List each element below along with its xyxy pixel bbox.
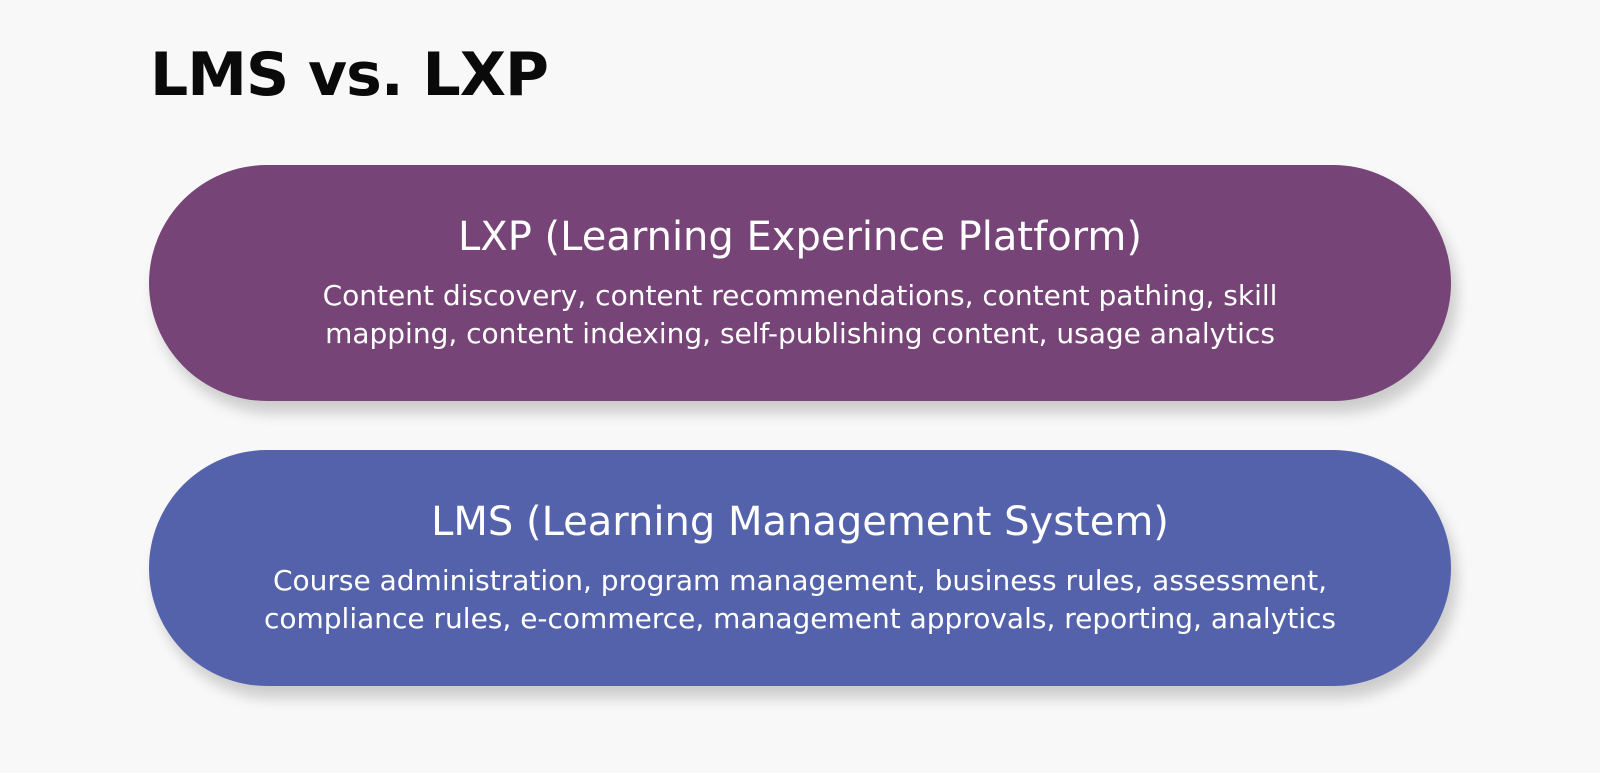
lms-card-title: LMS (Learning Management System) xyxy=(431,499,1169,545)
lms-card-description: Course administration, program managemen… xyxy=(263,564,1337,635)
lxp-card-description: Content discovery, content recommendatio… xyxy=(322,279,1278,350)
lxp-card: LXP (Learning Experince Platform) Conten… xyxy=(149,165,1451,401)
lms-card: LMS (Learning Management System) Course … xyxy=(149,450,1451,686)
page-title: LMS vs. LXP xyxy=(150,40,549,110)
lxp-card-title: LXP (Learning Experince Platform) xyxy=(458,214,1142,260)
